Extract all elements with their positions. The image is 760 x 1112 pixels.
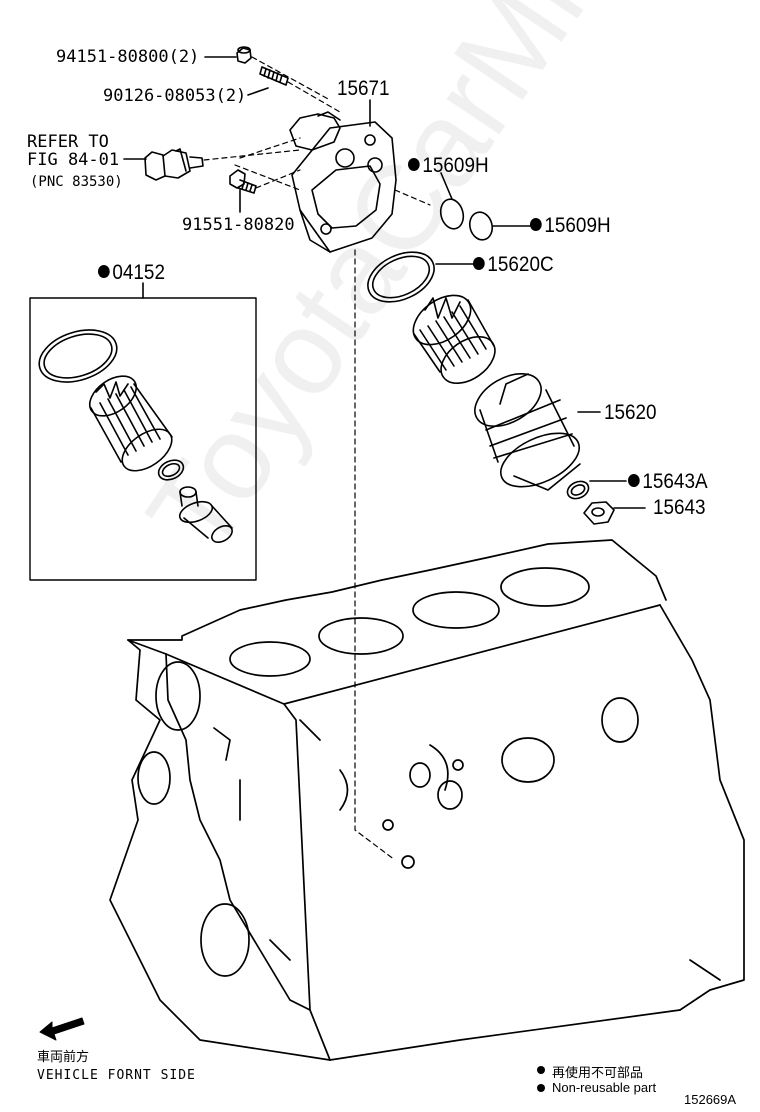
- label-94151: 94151-80800(2): [56, 47, 200, 67]
- label-front-jp: 車両前方: [37, 1049, 90, 1064]
- legend-dot-jp: [537, 1066, 545, 1074]
- bolt-91551: [229, 169, 257, 194]
- oil-filter-cap: [474, 372, 581, 491]
- label-15671: 15671: [337, 77, 390, 100]
- oil-filter-bracket: [289, 111, 397, 253]
- label-fig: FIG 84-01: [27, 150, 120, 170]
- leader-90126: [247, 87, 269, 96]
- label-15620: 15620: [604, 401, 657, 424]
- label-15609h-b: 15609H: [530, 215, 611, 236]
- drain-plug: [583, 501, 615, 525]
- kit-drain-fitting: [178, 486, 233, 543]
- o-ring-15620c: [367, 251, 435, 303]
- oil-pressure-switch: [144, 148, 204, 181]
- nut-94151: [236, 46, 252, 64]
- label-90126: 90126-08053(2): [103, 86, 247, 106]
- label-diagram-id: 152669A: [684, 1092, 737, 1107]
- kit-o-ring: [38, 329, 118, 383]
- label-15620c: 15620C: [473, 254, 554, 275]
- o-ring-15609h-b: [468, 211, 494, 241]
- label-15643: 15643: [653, 496, 706, 519]
- leader-15609h-a: [440, 172, 453, 200]
- label-15643a: 15643A: [628, 471, 708, 492]
- engine-block: [109, 539, 745, 1061]
- kit-filter-element: [89, 375, 173, 472]
- kit-small-o-ring: [157, 459, 185, 481]
- stud-90126: [259, 66, 289, 86]
- label-15609h-a: 15609H: [408, 155, 489, 176]
- o-ring-15609h-a: [439, 198, 465, 230]
- legend-dot-en: [537, 1084, 545, 1092]
- label-legend-jp: 再使用不可部品: [552, 1065, 644, 1080]
- drain-o-ring: [566, 480, 590, 500]
- label-91551: 91551-80820: [182, 215, 295, 235]
- oil-filter-element: [412, 294, 496, 385]
- label-pnc: (PNC 83530): [30, 174, 123, 190]
- label-front-en: VEHICLE FORNT SIDE: [37, 1068, 196, 1083]
- label-04152: 04152: [98, 262, 165, 283]
- label-refer-to: REFER TO: [27, 132, 109, 152]
- vehicle-front-arrow: [39, 1017, 85, 1041]
- label-legend-en: Non-reusable part: [552, 1080, 657, 1095]
